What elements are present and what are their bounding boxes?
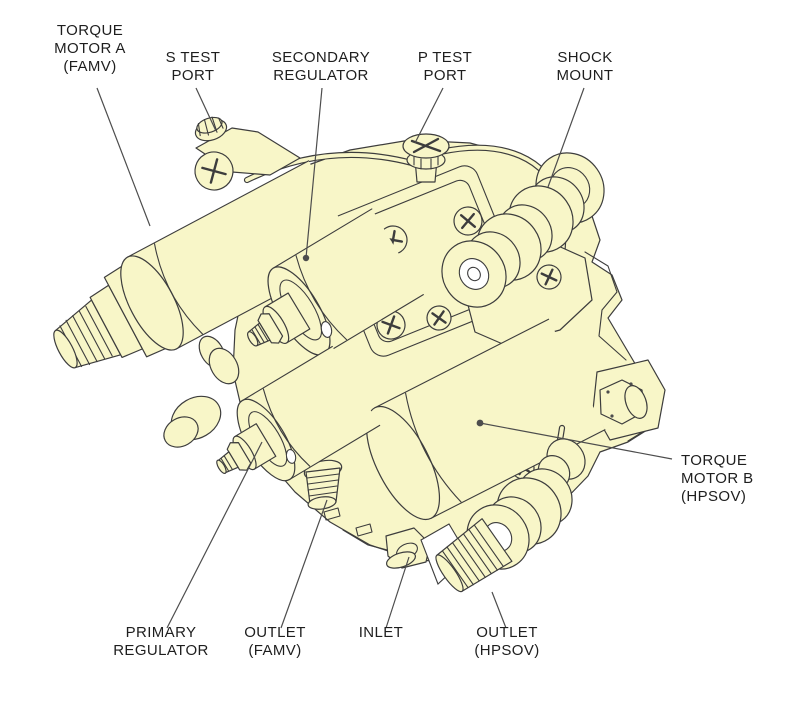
inlet-part [385, 527, 431, 569]
callout-line: MOTOR B [681, 470, 754, 487]
callout-line: MOUNT [556, 67, 614, 84]
callout-line: INLET [358, 624, 404, 641]
leader-lines [96, 87, 673, 629]
callout-shock-mount: SHOCK MOUNT [534, 49, 636, 85]
callout-line: P TEST [417, 49, 473, 66]
callout-primary-regulator: PRIMARY REGULATOR [99, 624, 223, 660]
callout-line: REGULATOR [113, 642, 209, 659]
callout-line: PORT [171, 67, 215, 84]
callout-secondary-regulator: SECONDARY REGULATOR [259, 49, 383, 85]
callout-torque-motor-b: TORQUE MOTOR B (HPSOV) [681, 452, 793, 506]
primary-regulator-part [216, 345, 381, 482]
callout-s-test-port: S TEST PORT [143, 49, 243, 85]
callout-line: S TEST [165, 49, 221, 66]
lower-left-valve-domes [163, 335, 240, 448]
callout-line: MOTOR A [54, 40, 126, 57]
callout-line: PRIMARY [125, 624, 197, 641]
callout-line: PORT [423, 67, 467, 84]
callout-inlet: INLET [330, 624, 432, 642]
callout-line: (FAMV) [248, 642, 302, 659]
callout-line: SHOCK [557, 49, 613, 66]
callout-line: REGULATOR [273, 67, 369, 84]
callout-line: OUTLET [244, 624, 306, 641]
callout-line: (HPSOV) [681, 488, 747, 505]
shock-mount-part [441, 152, 605, 346]
hex-plug-part [592, 359, 666, 441]
torque-motor-a-part [53, 160, 358, 369]
callout-line: TORQUE [681, 452, 748, 469]
callout-line: (FAMV) [63, 58, 117, 75]
secondary-regulator-part [247, 208, 424, 356]
callout-p-test-port: P TEST PORT [395, 49, 495, 85]
callout-outlet-famv: OUTLET (FAMV) [224, 624, 326, 660]
callout-line: SECONDARY [271, 49, 371, 66]
outlet-hpsov-part [420, 438, 586, 593]
callout-torque-motor-a: TORQUE MOTOR A (FAMV) [28, 22, 152, 76]
callout-line: (HPSOV) [474, 642, 540, 659]
torque-motor-b-part [365, 318, 606, 521]
callout-outlet-hpsov: OUTLET (HPSOV) [456, 624, 558, 660]
p-test-port-part [402, 133, 450, 183]
callout-line: OUTLET [476, 624, 538, 641]
callout-line: TORQUE [56, 22, 124, 39]
